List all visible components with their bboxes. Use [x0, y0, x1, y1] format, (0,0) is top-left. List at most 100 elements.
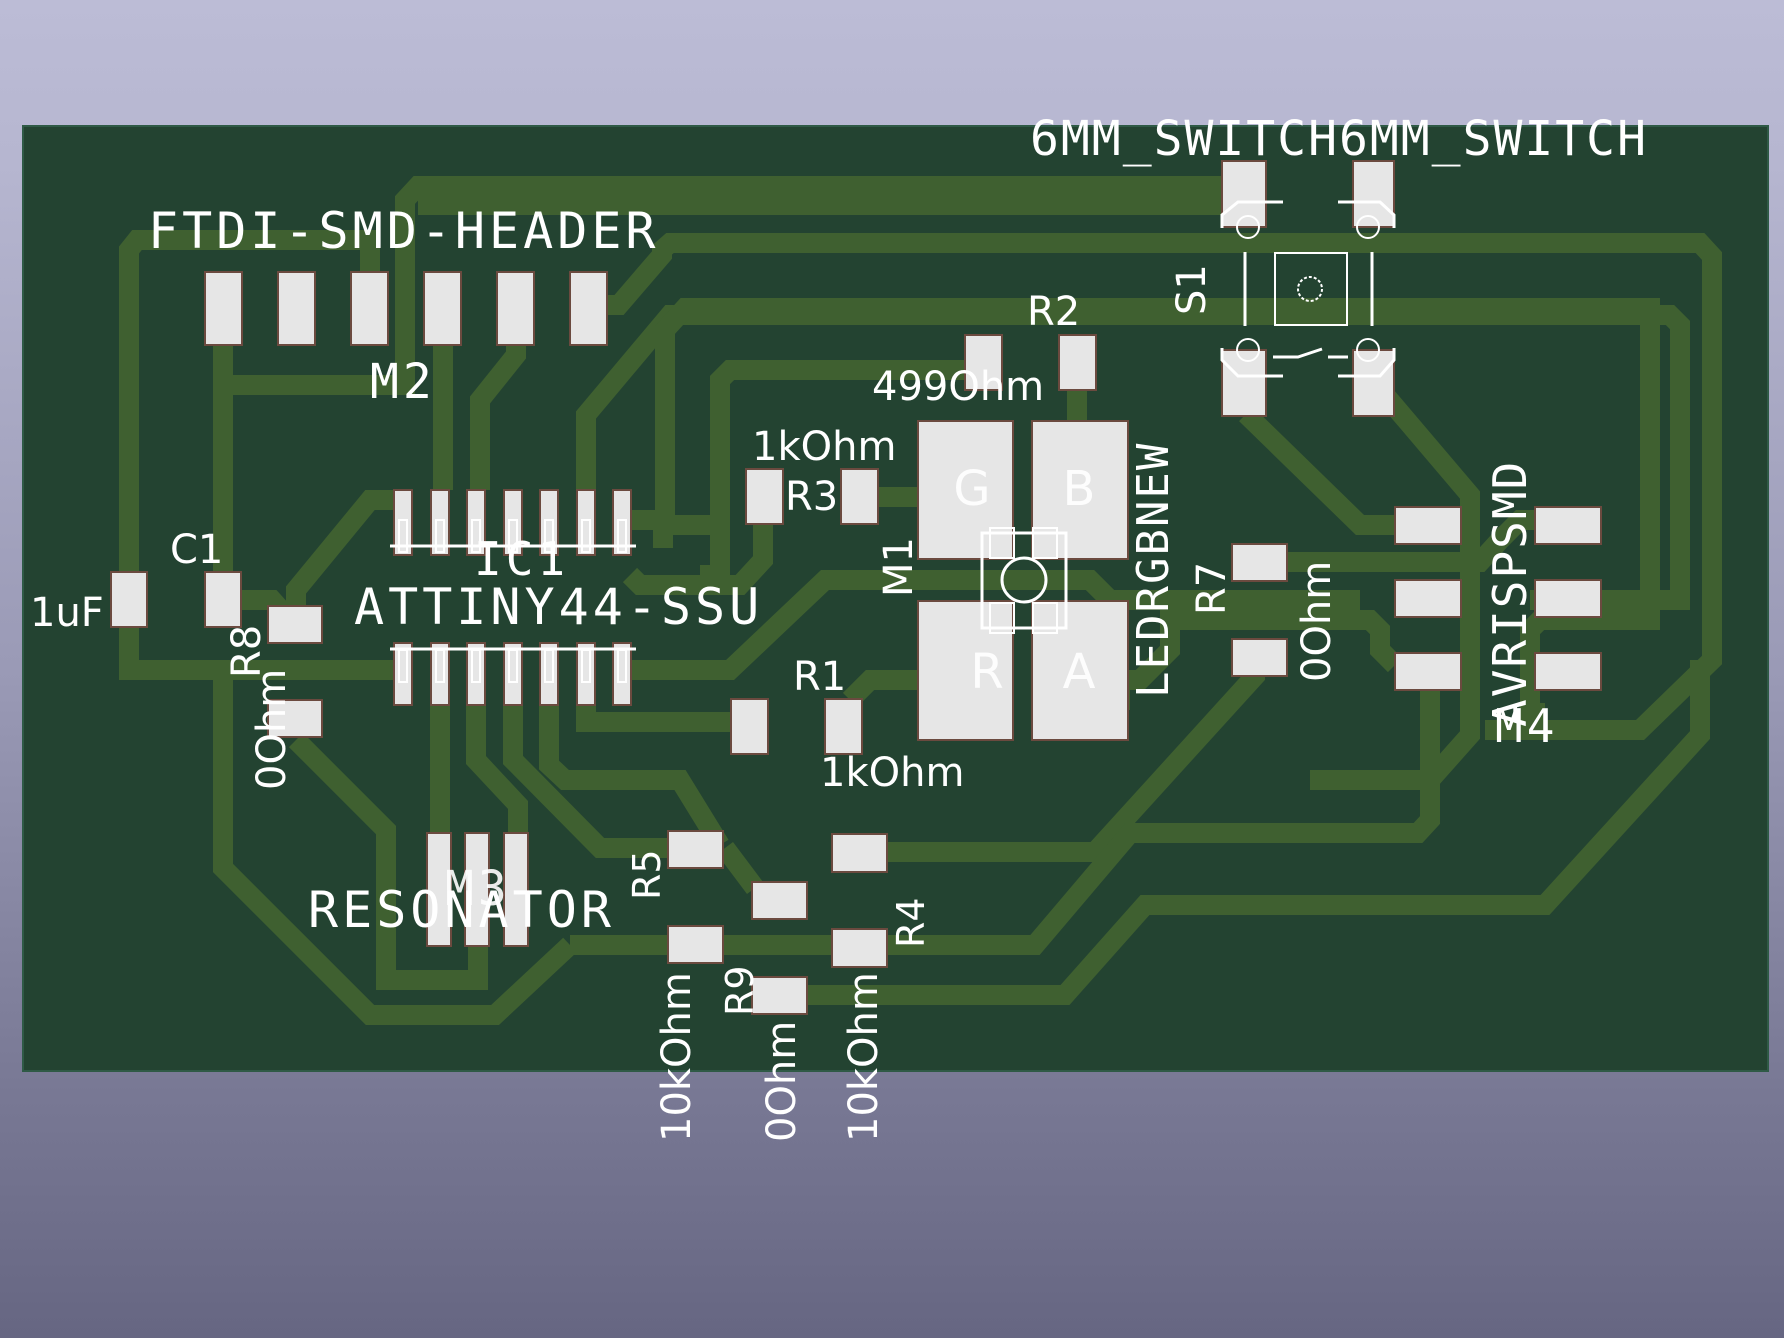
ic-pin[interactable]	[612, 642, 632, 706]
r9-pad[interactable]	[751, 881, 808, 920]
trace	[119, 625, 399, 680]
switch-s1[interactable]: S1 6MM_SWITCH6MM_SWITCH	[1030, 111, 1648, 417]
switch-pad[interactable]	[1352, 349, 1395, 417]
switch-pad[interactable]	[1352, 160, 1395, 228]
r4-pad[interactable]	[831, 833, 888, 873]
trace	[470, 345, 526, 490]
r3-pad[interactable]	[840, 468, 879, 525]
resonator-pad[interactable]	[426, 832, 452, 947]
trace	[288, 732, 488, 990]
led-pad-a-label: A	[1063, 644, 1096, 700]
r1-ref-label: R1	[793, 654, 846, 700]
ic-pin[interactable]	[430, 642, 450, 706]
r9-pad[interactable]	[751, 976, 808, 1015]
avrisp-pad[interactable]	[1394, 652, 1462, 691]
r3-value-label: 1kOhm	[752, 424, 896, 470]
r7-pad[interactable]	[1231, 543, 1288, 582]
avrisp-ref-label: M4	[1495, 699, 1558, 753]
r5-ref-label: R5	[625, 849, 669, 900]
trace	[626, 570, 1360, 680]
led-pad-g-label: G	[953, 461, 990, 517]
ftdi-pad[interactable]	[277, 271, 316, 346]
r8-ref-label: R8	[224, 625, 270, 678]
r5-pad[interactable]	[667, 925, 724, 964]
resistor-r3[interactable]: R3 1kOhm	[745, 424, 896, 525]
resonator-pad[interactable]	[464, 832, 490, 947]
r8-pad[interactable]	[267, 605, 323, 644]
ic-pin[interactable]	[393, 642, 413, 706]
trace	[1239, 406, 1395, 535]
ftdi-pad[interactable]	[569, 271, 608, 346]
c1-pad[interactable]	[110, 571, 148, 628]
avrisp-value-label: AVRISPSMD	[1483, 460, 1537, 727]
c1-pad[interactable]	[204, 571, 242, 628]
resistor-r2[interactable]: R2 499Ohm	[872, 289, 1097, 410]
trace	[503, 705, 685, 858]
trace	[622, 520, 773, 595]
led-center-marker	[980, 527, 1068, 634]
r2-ref-label: R2	[1027, 289, 1080, 335]
led-pad-b-label: B	[1063, 461, 1096, 517]
switch-ref-label: S1	[1169, 264, 1215, 315]
ic-pin[interactable]	[503, 642, 523, 706]
r7-ref-label: R7	[1189, 562, 1235, 615]
r5-value-label: 10kOhm	[654, 972, 700, 1142]
resistor-r4[interactable]: R4 10kOhm	[831, 833, 933, 1142]
resonator-pad[interactable]	[503, 832, 529, 947]
led-pad-g[interactable]	[917, 420, 1014, 560]
ic1-silkscreen-outline	[390, 519, 636, 683]
resistor-r8[interactable]: R8 0Ohm	[224, 605, 323, 790]
avrisp-pad[interactable]	[1534, 652, 1602, 691]
ic-pin[interactable]	[539, 642, 559, 706]
resistor-r1[interactable]: R1 1kOhm	[730, 654, 964, 796]
avrisp-pad[interactable]	[1534, 506, 1602, 545]
r2-pad[interactable]	[964, 334, 1003, 391]
ftdi-pad[interactable]	[423, 271, 462, 346]
r7-pad[interactable]	[1231, 638, 1288, 677]
resonator-ref-label: M3	[445, 861, 511, 917]
avrisp-header-m4[interactable]: AVRISPSMD M4	[1394, 460, 1602, 753]
r3-pad[interactable]	[745, 468, 784, 525]
ftdi-header[interactable]: FTDI-SMD-HEADER M2	[148, 202, 660, 410]
led-ref-label: M1	[876, 537, 922, 597]
led-pad-r[interactable]	[917, 600, 1014, 741]
led-pad-b[interactable]	[1031, 420, 1129, 560]
trace	[717, 842, 763, 894]
ic1-attiny44[interactable]: IC1 ATTINY44-SSU	[354, 489, 763, 706]
ftdi-pad[interactable]	[496, 271, 535, 346]
r8-pad[interactable]	[267, 699, 323, 738]
ic1-ref-label: IC1	[474, 532, 569, 586]
resonator-m3[interactable]: M3 RESONATOR	[308, 832, 615, 947]
ic-pin[interactable]	[466, 642, 486, 706]
ftdi-value-label: FTDI-SMD-HEADER	[148, 202, 660, 260]
r1-pad[interactable]	[824, 698, 863, 755]
avrisp-pad[interactable]	[1394, 579, 1462, 618]
trace	[892, 680, 1440, 955]
resistor-r5[interactable]: R5 10kOhm	[625, 830, 724, 1142]
resonator-value-label: RESONATOR	[308, 881, 615, 939]
rgb-led-m1[interactable]: G B R A M1 LEDRGBNEW	[876, 420, 1179, 741]
ftdi-pad[interactable]	[204, 271, 243, 346]
avrisp-pad[interactable]	[1394, 506, 1462, 545]
r1-pad[interactable]	[730, 698, 769, 755]
ftdi-pad[interactable]	[350, 271, 389, 346]
r1-value-label: 1kOhm	[820, 750, 964, 796]
resistor-r9[interactable]: R9 0Ohm	[718, 881, 808, 1142]
trace	[607, 233, 1722, 740]
r5-pad[interactable]	[667, 830, 724, 869]
r2-value-label: 499Ohm	[872, 364, 1044, 410]
c1-ref-label: C1	[170, 527, 223, 573]
trace	[286, 490, 399, 610]
r4-pad[interactable]	[831, 928, 888, 968]
ic-pin[interactable]	[576, 642, 596, 706]
trace	[626, 298, 1660, 723]
trace	[576, 305, 1690, 610]
avrisp-pad[interactable]	[1534, 579, 1602, 618]
trace	[539, 705, 729, 851]
capacitor-c1[interactable]: C1 1uF	[30, 527, 242, 636]
r2-pad[interactable]	[1058, 334, 1097, 391]
led-pad-a[interactable]	[1031, 600, 1129, 741]
resistor-r7[interactable]: R7 0Ohm	[1189, 543, 1340, 682]
trace	[807, 660, 1710, 1005]
